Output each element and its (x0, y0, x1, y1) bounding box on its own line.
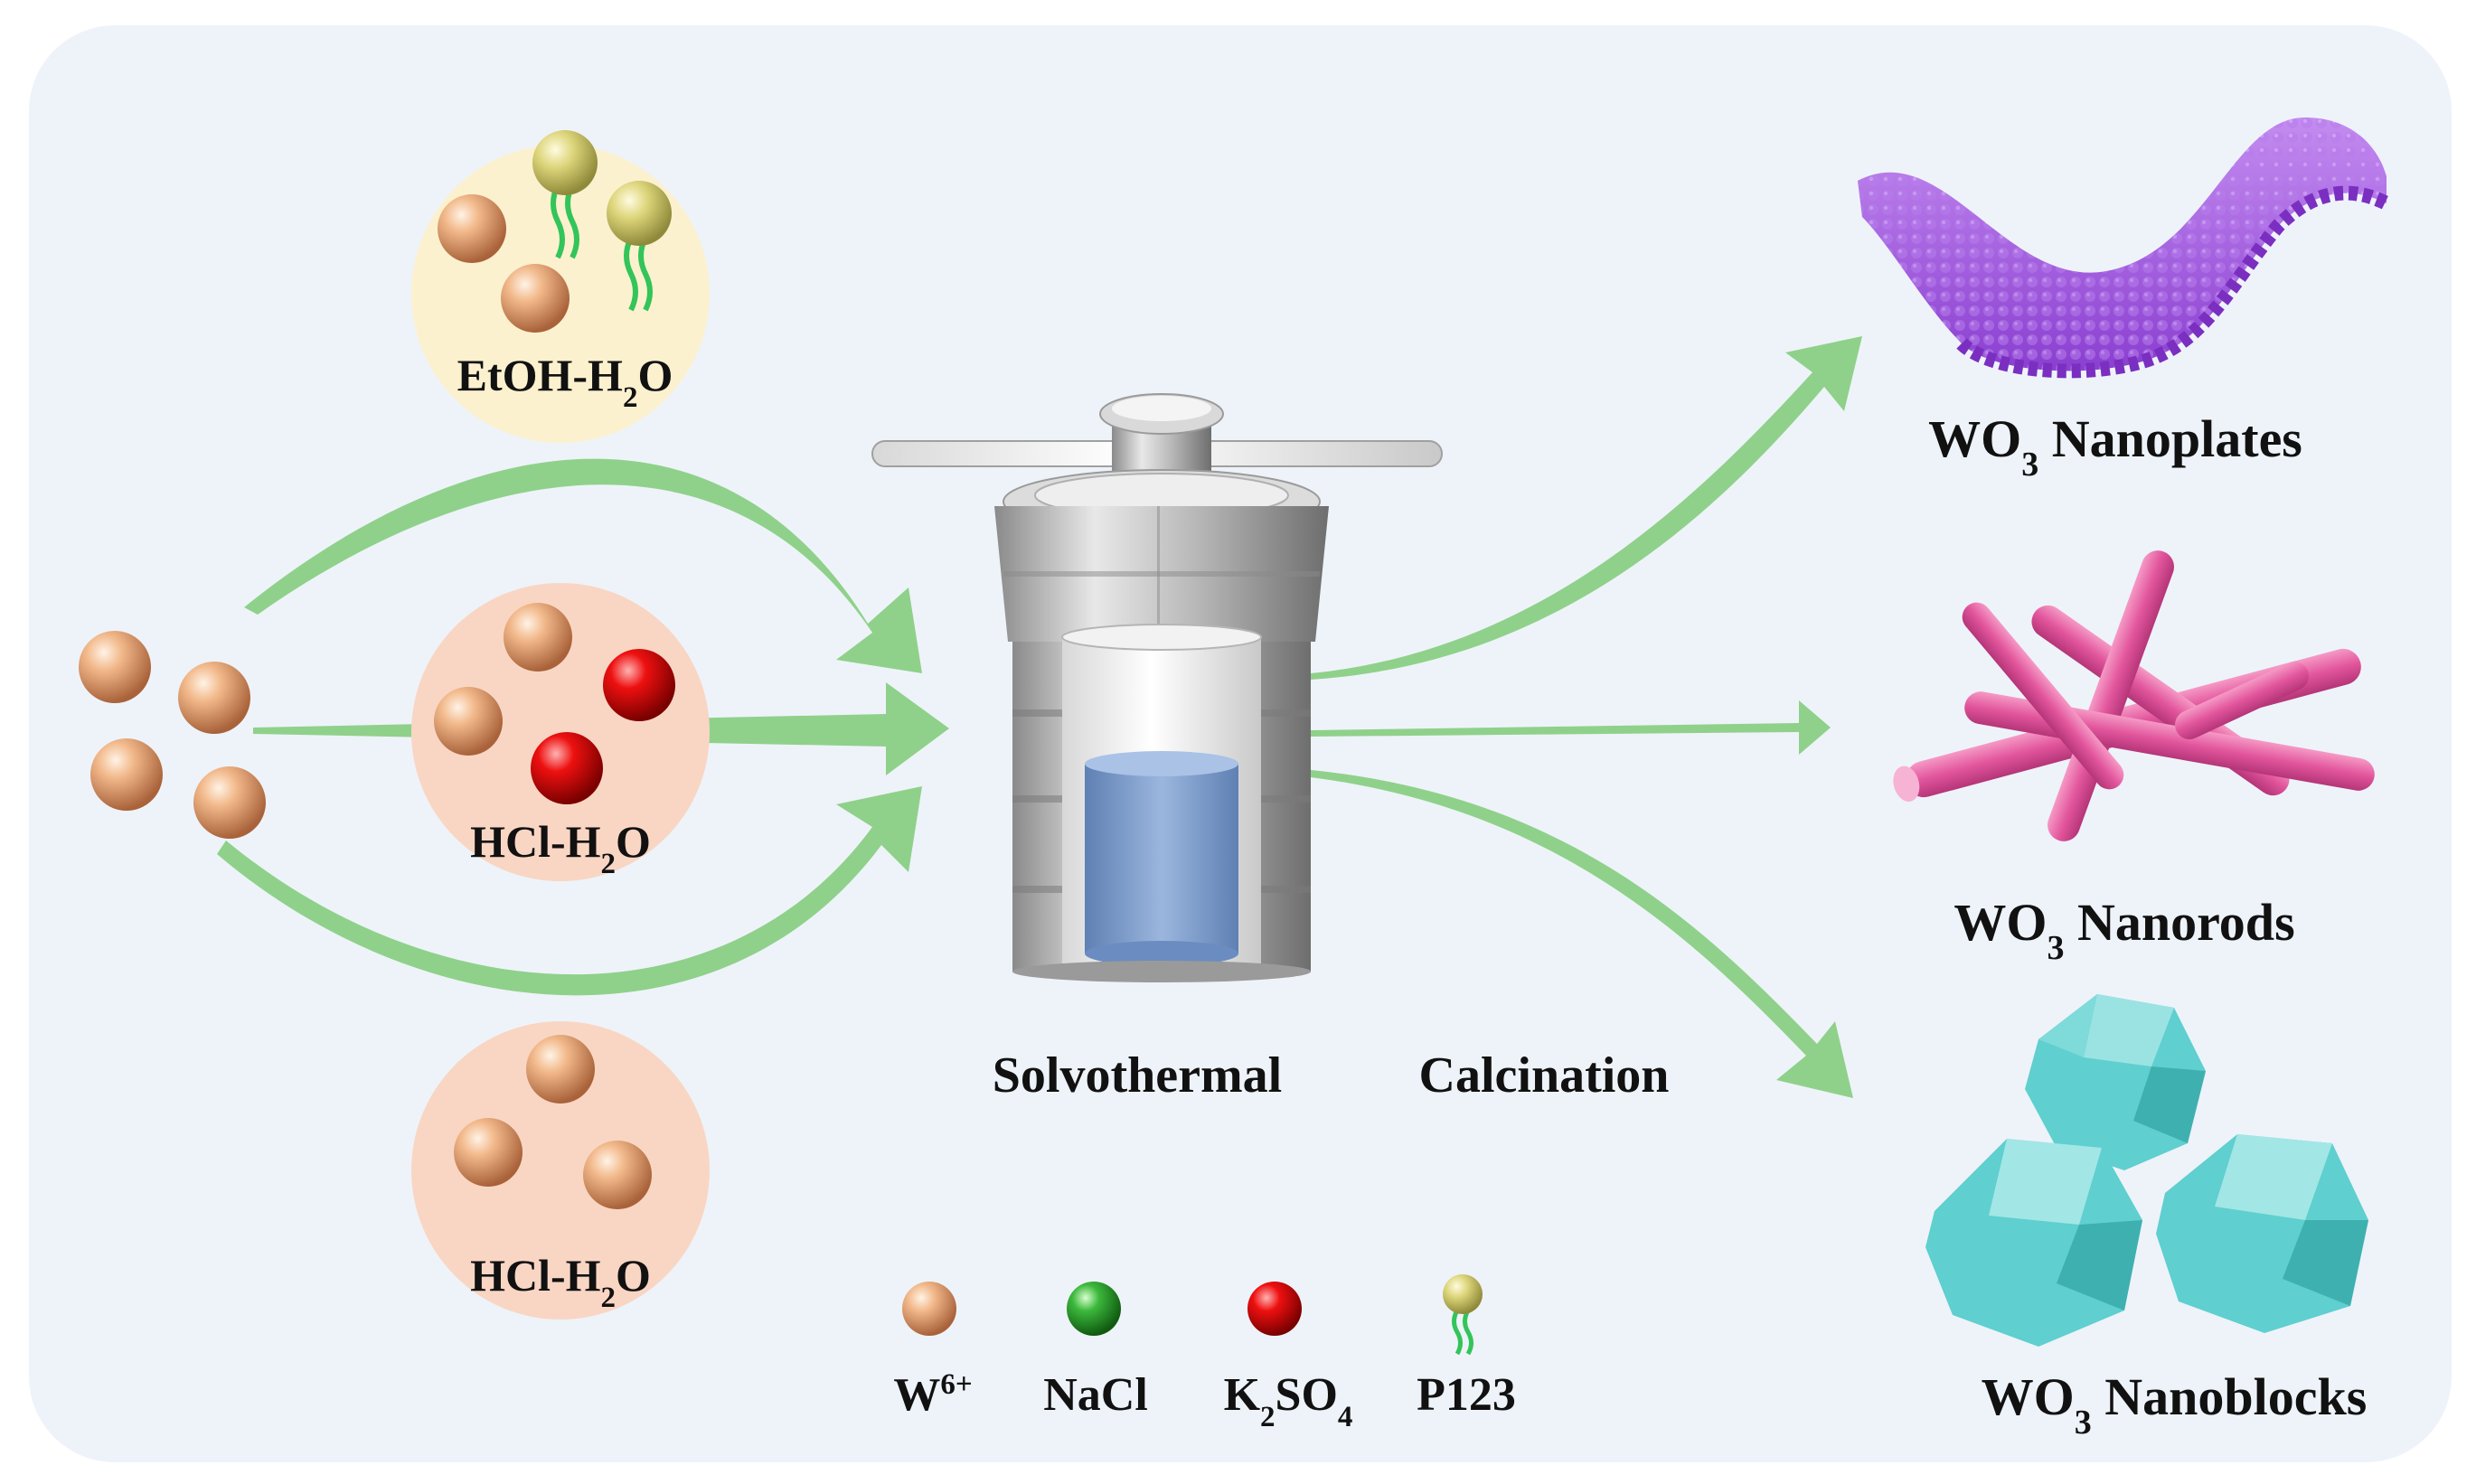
solvent-hcl-h2o-bottom: HCl-H2O (411, 1021, 710, 1320)
legend: W6+ NaCl K2SO4 P123 (893, 1274, 1516, 1433)
svg-text:P123: P123 (1417, 1369, 1516, 1421)
p123-molecule (532, 130, 598, 259)
middle-output-arrow (1311, 700, 1831, 755)
output-arrows (1311, 336, 1862, 1098)
product-label-nanorods: WO (1953, 893, 2047, 952)
nanorods-illustration (1893, 550, 2375, 841)
svg-text:WO3 Nanoplates: WO3 Nanoplates (1928, 409, 2302, 484)
legend-item-k2so4: K2SO4 (1224, 1282, 1353, 1433)
legend-item-w6: W6+ (893, 1282, 973, 1421)
solvent-hcl-h2o-middle: HCl-H2O (411, 583, 710, 881)
lower-output-arrow (1311, 770, 1853, 1098)
product-label-nanoplates: WO (1928, 409, 2021, 468)
legend-item-nacl: NaCl (1043, 1282, 1148, 1421)
svg-text:EtOH-H2O: EtOH-H2O (457, 350, 673, 414)
p123-molecule (607, 181, 672, 312)
process-label-calcination: Calcination (1419, 1047, 1670, 1104)
legend-item-p123: P123 (1417, 1274, 1516, 1421)
solvent-etoh-h2o: EtOH-H2O (411, 130, 710, 443)
precursor-w6-cluster (79, 631, 266, 839)
svg-text:HCl-H2O: HCl-H2O (470, 1250, 651, 1314)
nanoblocks-illustration (1925, 994, 2368, 1347)
upper-curved-arrow (244, 458, 922, 673)
svg-text:W6+: W6+ (893, 1368, 972, 1421)
lower-curved-arrow (217, 786, 922, 996)
product-label-nanoblocks: WO (1982, 1367, 2075, 1426)
nanoplates-illustration (1858, 117, 2390, 379)
svg-text:WO3 Nanorods: WO3 Nanorods (1953, 893, 2294, 967)
solvent-label-bottom: HCl-H (470, 1250, 601, 1301)
autoclave-reactor (871, 393, 1443, 982)
svg-text:HCl-H2O: HCl-H2O (470, 816, 651, 880)
svg-text:K2SO4: K2SO4 (1224, 1369, 1353, 1433)
svg-text:NaCl: NaCl (1043, 1369, 1148, 1421)
solvent-label-top: EtOH-H (457, 350, 623, 400)
svg-text:WO3 Nanoblocks: WO3 Nanoblocks (1982, 1367, 2368, 1442)
solvent-label-middle: HCl-H (470, 816, 601, 867)
process-label-solvothermal: Solvothermal (993, 1047, 1282, 1104)
